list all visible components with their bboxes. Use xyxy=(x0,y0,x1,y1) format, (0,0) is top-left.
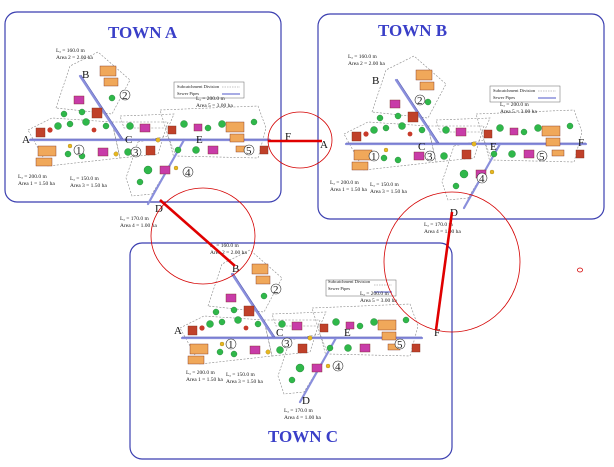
town-c-branch-c-length: Lₐ = 150.0 m xyxy=(226,372,255,378)
town-c-frame xyxy=(129,242,453,460)
town-b-title: TOWN B xyxy=(378,21,447,40)
stray-mark xyxy=(577,267,583,273)
town-b-branch-e-area: Area 5 = 3.00 ha xyxy=(500,109,537,115)
town-b-point-c: C xyxy=(418,141,425,153)
town-c-zone-4: 4 xyxy=(335,361,341,373)
town-a-point-b: B xyxy=(82,69,89,81)
town-b-point-f: F xyxy=(578,137,584,149)
connector-a-to-c xyxy=(159,199,236,267)
town-b-point-a: A xyxy=(320,139,328,151)
town-a-branch-b-length: Lₐ = 160.0 m xyxy=(56,48,85,54)
town-b-point-d: D xyxy=(450,207,458,219)
town-c-zone-2: 2 xyxy=(273,284,279,296)
town-c-branch-a-length: Lₐ = 200.0 m xyxy=(186,370,215,376)
town-a-zone-2: 2 xyxy=(122,90,128,102)
town-c-branch-b-area: Area 2 = 2.00 ha xyxy=(210,250,247,256)
town-connections xyxy=(150,111,583,333)
town-c-branch-b-length: Lₐ = 160.0 m xyxy=(210,243,239,249)
town-b-branch-d-area: Area 4 = 1.00 ha xyxy=(424,229,461,235)
town-a-point-c: C xyxy=(125,134,132,146)
town-c-zone-5: 5 xyxy=(397,339,403,351)
town-a-zone-1: 1 xyxy=(76,145,82,157)
town-a-title: TOWN A xyxy=(108,23,178,42)
town-a-branch-e-area: Area 5 = 3.00 ha xyxy=(196,103,233,109)
town-c-point-d: D xyxy=(302,395,310,407)
town-b-zone-2: 2 xyxy=(417,95,423,107)
town-c-point-c: C xyxy=(276,327,283,339)
town-a-legend-sewer: Sewer Pipes xyxy=(177,91,199,96)
town-b-zone-4: 4 xyxy=(479,173,485,185)
town-b-zone-3: 3 xyxy=(427,151,433,163)
town-c-branch-d-length: Lₐ = 170.0 m xyxy=(284,408,313,414)
town-a-point-a: A xyxy=(22,134,30,146)
town-a-zone-5: 5 xyxy=(246,145,252,157)
town-c-title: TOWN C xyxy=(268,427,338,446)
town-a-branch-a-area: Area 1 = 1.50 ha xyxy=(18,181,55,187)
town-b-legend-sewer: Sewer Pipes xyxy=(493,95,515,100)
town-c-branch-e-area: Area 5 = 3.00 ha xyxy=(360,298,397,304)
town-c-zone-3: 3 xyxy=(284,338,290,350)
town-b-point-b: B xyxy=(372,75,379,87)
town-c-legend-subcatchment: Subcatchment Division xyxy=(328,279,371,284)
town-c-branch-c-area: Area 3 = 1.50 ha xyxy=(226,379,263,385)
town-b-branch-c-area: Area 3 = 1.50 ha xyxy=(370,189,407,195)
town-b-branch-e-length: Lₐ = 200.0 m xyxy=(500,102,529,108)
town-b-branch-b-length: Lₐ = 160.0 m xyxy=(348,54,377,60)
junction-circle-ab xyxy=(267,111,333,169)
town-c-branch-d-area: Area 4 = 1.00 ha xyxy=(284,415,321,421)
town-c-branch-a-area: Area 1 = 1.50 ha xyxy=(186,377,223,383)
town-a: TOWN A Lₐ = 160.0 m Area 2 = 2.00 ha Lₐ … xyxy=(4,11,291,229)
town-c-branch-e-length: Lₐ = 200.0 m xyxy=(360,291,389,297)
town-b-branch-b-area: Area 2 = 2.00 ha xyxy=(348,61,385,67)
town-b-branch-a-length: Lₐ = 200.0 m xyxy=(330,180,359,186)
junction-circle-ac xyxy=(150,187,256,285)
junction-circle-bc xyxy=(383,191,521,333)
town-a-point-d: D xyxy=(155,203,163,215)
town-b-branch-d-length: Lₐ = 170.0 m xyxy=(424,222,453,228)
town-c-point-a: A xyxy=(174,325,182,337)
town-c-point-e: E xyxy=(344,327,351,339)
town-b-point-e: E xyxy=(490,141,497,153)
town-a-branch-a-length: Lₐ = 200.0 m xyxy=(18,174,47,180)
town-a-branch-b-area: Area 2 = 2.00 ha xyxy=(56,55,93,61)
town-b-zone-1: 1 xyxy=(371,151,377,163)
town-b-branch-a-area: Area 1 = 1.50 ha xyxy=(330,187,367,193)
town-a-branch-d-area: Area 4 = 1.00 ha xyxy=(120,223,157,229)
town-b-branch-c-length: Lₐ = 150.0 m xyxy=(370,182,399,188)
town-b: TOWN B Lₐ = 160.0 m Area 2 = 2.00 ha Lₐ … xyxy=(317,13,605,235)
town-a-branch-c-length: Lₐ = 150.0 m xyxy=(70,176,99,182)
town-a-branch-d-length: Lₐ = 170.0 m xyxy=(120,216,149,222)
town-a-legend-subcatchment: Subcatchment Division xyxy=(177,84,220,89)
town-a-zone-4: 4 xyxy=(185,167,191,179)
town-a-branch-c-area: Area 3 = 1.50 ha xyxy=(70,183,107,189)
town-a-point-e: E xyxy=(196,134,203,146)
connector-b-to-c xyxy=(434,211,454,331)
town-b-legend-subcatchment: Subcatchment Division xyxy=(493,88,536,93)
town-a-branch-e-length: Lₐ = 200.0 m xyxy=(196,96,225,102)
town-c: TOWN C Lₐ = 160.0 m Area 2 = 2.00 ha Lₐ … xyxy=(129,242,453,460)
town-c-zone-1: 1 xyxy=(228,339,234,351)
town-a-zone-3: 3 xyxy=(133,147,139,159)
town-c-point-f: F xyxy=(434,327,440,339)
town-b-zone-5: 5 xyxy=(539,151,545,163)
town-a-point-f: F xyxy=(285,131,291,143)
town-a-frame xyxy=(4,11,282,203)
town-c-legend-sewer: Sewer Pipes xyxy=(328,286,350,291)
town-c-point-b: B xyxy=(232,263,239,275)
